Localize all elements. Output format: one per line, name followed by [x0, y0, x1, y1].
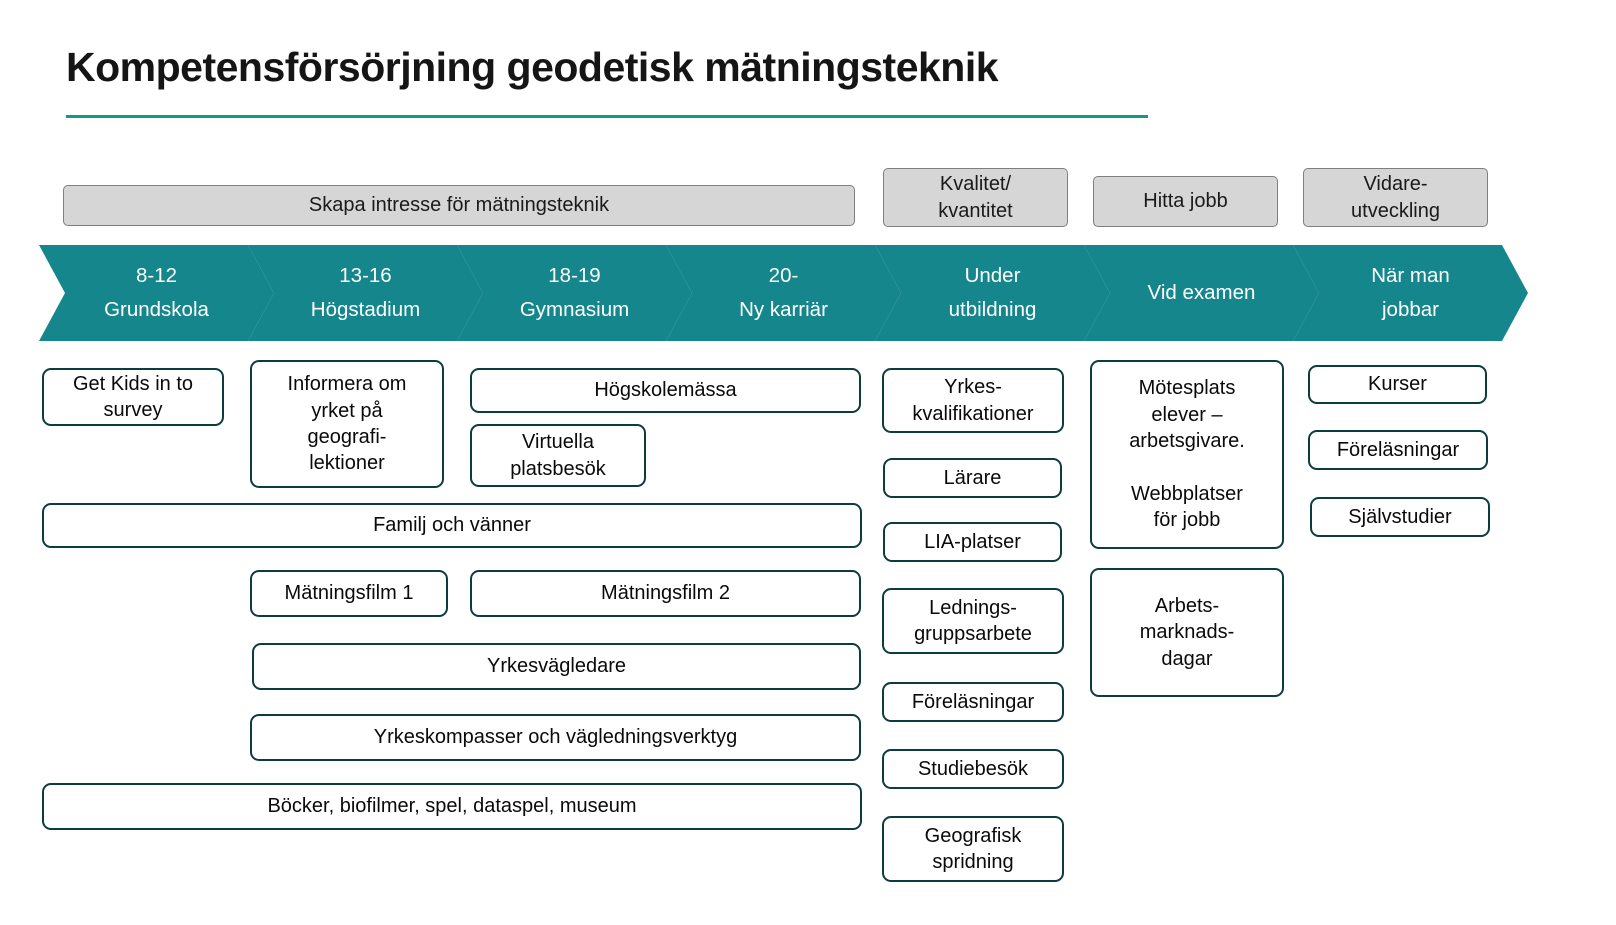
- phase-header-hitta-jobb: Hitta jobb: [1093, 176, 1278, 227]
- activity-box-forelasningar-jobb: Föreläsningar: [1308, 430, 1488, 470]
- timeline-arrow-grundskola: 8-12 Grundskola: [39, 245, 274, 341]
- activity-box-forelasningar-utbildning: Föreläsningar: [882, 682, 1064, 722]
- timeline-arrow-nar-man-jobbar: När man jobbar: [1293, 245, 1528, 341]
- activity-box-virtuella-platsbesok: Virtuella platsbesök: [470, 424, 646, 487]
- timeline-arrow-gymnasium: 18-19 Gymnasium: [457, 245, 692, 341]
- activity-box-yrkeskvalifikationer: Yrkes- kvalifikationer: [882, 368, 1064, 433]
- phase-header-kvalitet-kvantitet: Kvalitet/ kvantitet: [883, 168, 1068, 227]
- activity-box-hogskolemassa: Högskolemässa: [470, 368, 861, 413]
- timeline-arrow-under-utbildning: Under utbildning: [875, 245, 1110, 341]
- activity-box-bocker-biofilmer: Böcker, biofilmer, spel, dataspel, museu…: [42, 783, 862, 830]
- timeline-arrow-vid-examen: Vid examen: [1084, 245, 1319, 341]
- activity-box-kurser: Kurser: [1308, 365, 1487, 404]
- activity-box-studiebesok: Studiebesök: [882, 749, 1064, 789]
- activity-box-geografisk-spridning: Geografisk spridning: [882, 816, 1064, 882]
- timeline-arrow-hogstadium: 13-16 Högstadium: [248, 245, 483, 341]
- title-underline: [66, 115, 1148, 118]
- activity-box-lia-platser: LIA-platser: [883, 522, 1062, 562]
- activity-box-arbetsmarknadsdagar: Arbets- marknads- dagar: [1090, 568, 1284, 697]
- activity-box-sjalvstudier: Självstudier: [1310, 497, 1490, 537]
- timeline: 8-12 Grundskola 13-16 Högstadium 18-19 G…: [39, 245, 1528, 341]
- activity-box-yrkesvagledare: Yrkesvägledare: [252, 643, 861, 690]
- phase-header-skapa-intresse: Skapa intresse för mätningsteknik: [63, 185, 855, 226]
- activity-box-motesplats-webbplatser: Mötesplats elever – arbetsgivare. Webbpl…: [1090, 360, 1284, 549]
- phase-header-vidareutveckling: Vidare- utveckling: [1303, 168, 1488, 227]
- activity-box-matningsfilm-1: Mätningsfilm 1: [250, 570, 448, 617]
- activity-box-larare: Lärare: [883, 458, 1062, 498]
- activity-box-familj-och-vanner: Familj och vänner: [42, 503, 862, 548]
- activity-box-ledningsgruppsarbete: Lednings- gruppsarbete: [882, 588, 1064, 654]
- timeline-arrow-ny-karriar: 20- Ny karriär: [666, 245, 901, 341]
- activity-box-matningsfilm-2: Mätningsfilm 2: [470, 570, 861, 617]
- activity-box-yrkeskompasser: Yrkeskompasser och vägledningsverktyg: [250, 714, 861, 761]
- activity-box-informera-om-yrket: Informera om yrket på geografi- lektione…: [250, 360, 444, 488]
- activity-box-get-kids-in-to-survey: Get Kids in to survey: [42, 368, 224, 426]
- page-title: Kompetensförsörjning geodetisk mätningst…: [66, 44, 999, 90]
